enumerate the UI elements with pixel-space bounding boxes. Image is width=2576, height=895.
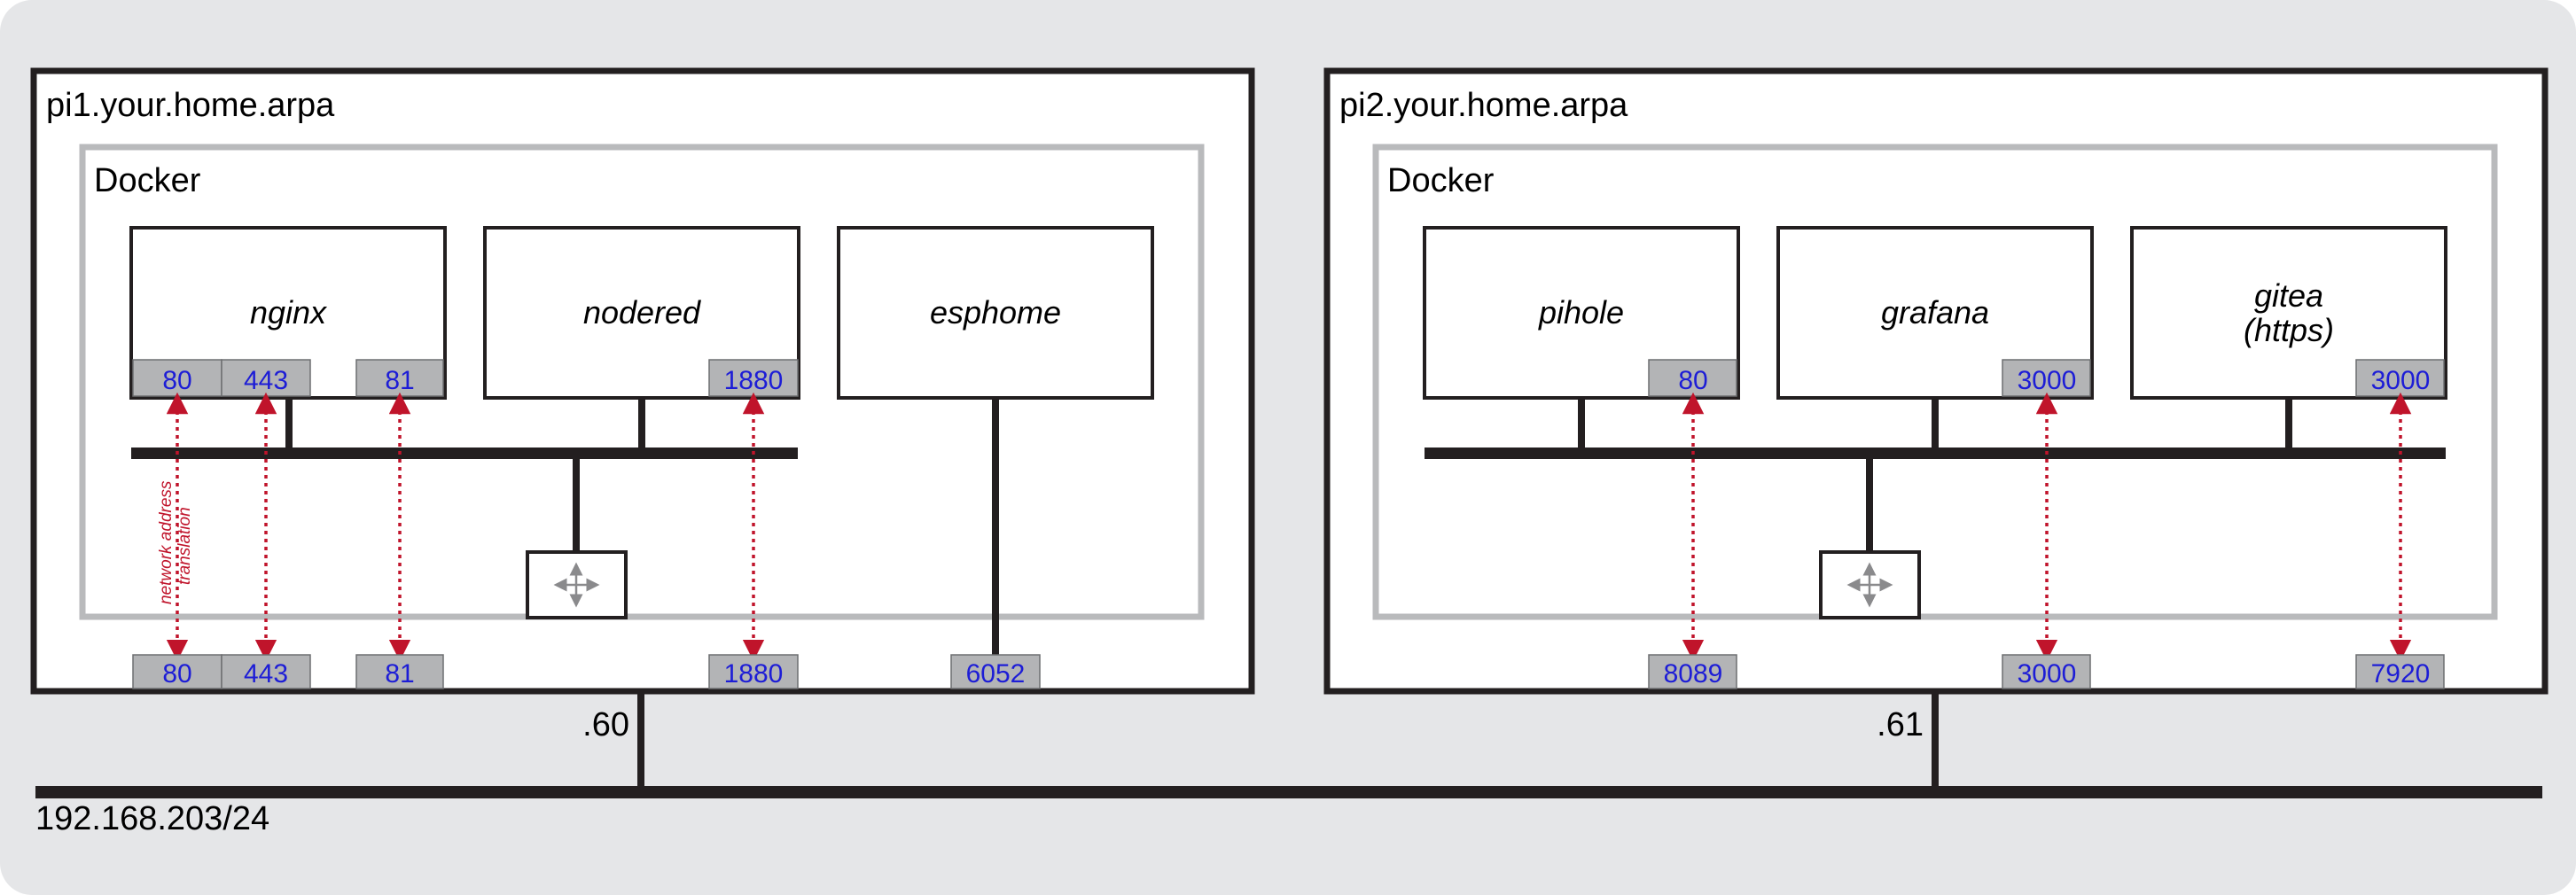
host-uplink [637,691,644,789]
router-link [1866,459,1873,553]
container-link [1932,398,1939,449]
host-name: pi1.your.home.arpa [46,87,335,124]
host-network-link [992,398,999,655]
container-esphome: esphome [837,226,1154,400]
external-port: 6052 [950,654,1041,689]
container-link [285,398,293,449]
nat-arrows [1682,392,2412,662]
external-port: 80 [132,654,222,689]
svg-text:translation: translation [176,507,194,585]
svg-text:81: 81 [385,366,414,395]
container-grafana: grafana 3000 [1776,226,2094,400]
router-box [526,550,628,619]
move-arrows-icon [553,562,600,608]
svg-text:3000: 3000 [2018,366,2077,395]
port-badge: 80 [132,359,222,397]
docker-box [1372,144,2498,620]
container-pihole: pihole 80 [1423,226,1740,400]
external-port: 7920 [2355,654,2445,689]
svg-text:1880: 1880 [724,366,784,395]
container-nginx: nginx 80 443 81 [129,226,447,400]
container-name: esphome [930,294,1061,331]
port-badge: 3000 [2355,359,2445,397]
nat-arrows [166,392,765,662]
container-link [2285,398,2292,449]
port-badge: 80 [1648,359,1737,397]
container-name-line2: (https) [2244,312,2334,348]
port-badge: 1880 [708,359,799,397]
docker-label: Docker [94,162,201,199]
svg-text:81: 81 [385,659,414,689]
host-pi1: pi1.your.home.arpa Docker nginx 80 443 8… [30,67,1255,789]
host-ip: .60 [582,706,629,743]
host-pi2: pi2.your.home.arpa Docker pihole 80 graf… [1323,67,2549,789]
nat-label: network address translation [157,480,194,604]
container-name: pihole [1538,294,1624,331]
docker-bridge-bus [1425,448,2446,459]
router-link [573,459,580,553]
external-port: 1880 [708,654,799,689]
svg-text:6052: 6052 [966,659,1026,689]
container-nodered: nodered 1880 [483,226,800,400]
port-badge: 3000 [2002,359,2091,397]
svg-text:7920: 7920 [2371,659,2431,689]
container-link [638,398,645,449]
lan-bus [35,786,2542,798]
svg-text:443: 443 [244,659,288,689]
svg-text:1880: 1880 [724,659,784,689]
host-uplink [1932,691,1939,789]
external-port: 443 [221,654,311,689]
router-box [1819,550,1921,619]
svg-text:80: 80 [1678,366,1707,395]
move-arrows-icon [1846,562,1893,608]
svg-text:80: 80 [162,659,191,689]
network-label: 192.168.203/24 [35,800,269,837]
svg-text:80: 80 [162,366,191,395]
svg-text:3000: 3000 [2371,366,2431,395]
container-box [837,226,1154,400]
container-name: grafana [1881,294,1989,331]
docker-bridge-bus [131,448,798,459]
container-name: gitea [2254,277,2323,314]
host-name: pi2.your.home.arpa [1339,87,1628,124]
external-port: 81 [355,654,444,689]
external-port: 8089 [1648,654,1737,689]
container-name: nodered [583,294,701,331]
svg-text:network address: network address [157,480,176,604]
svg-text:3000: 3000 [2018,659,2077,689]
container-link [1578,398,1585,449]
container-name: nginx [250,294,328,331]
port-badge: 443 [221,359,311,397]
docker-box [79,144,1205,620]
docker-label: Docker [1387,162,1495,199]
external-port: 3000 [2002,654,2091,689]
host-ip: .61 [1877,706,1924,743]
port-badge: 81 [355,359,444,397]
svg-text:443: 443 [244,366,288,395]
svg-text:8089: 8089 [1664,659,1723,689]
container-gitea: gitea (https) 3000 [2130,226,2447,400]
